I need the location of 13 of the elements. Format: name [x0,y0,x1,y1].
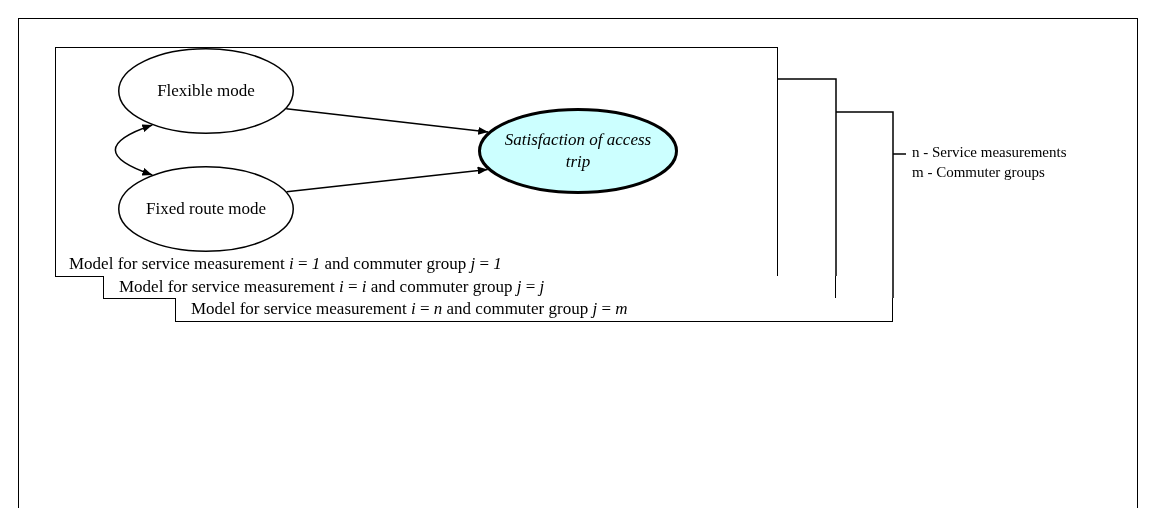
arrow [114,124,154,176]
card-caption: Model for service measurement i = i and commuter group j = j [119,277,545,297]
construct-ellipse: Fixed route mode [118,166,294,252]
arrow [285,107,489,135]
card-caption: Model for service measurement i = 1 and commuter group j = 1 [69,254,502,274]
note-text: m - Commuter groups [912,163,1045,182]
arrow [285,166,489,193]
construct-ellipse: Flexible mode [118,48,294,134]
model-card [55,47,778,277]
card-caption: Model for service measurement i = n and commuter group j = m [191,299,628,319]
note-text: n - Service measurements [912,143,1067,162]
model-card [175,298,893,322]
construct-ellipse: Satisfaction of access trip [478,108,678,194]
